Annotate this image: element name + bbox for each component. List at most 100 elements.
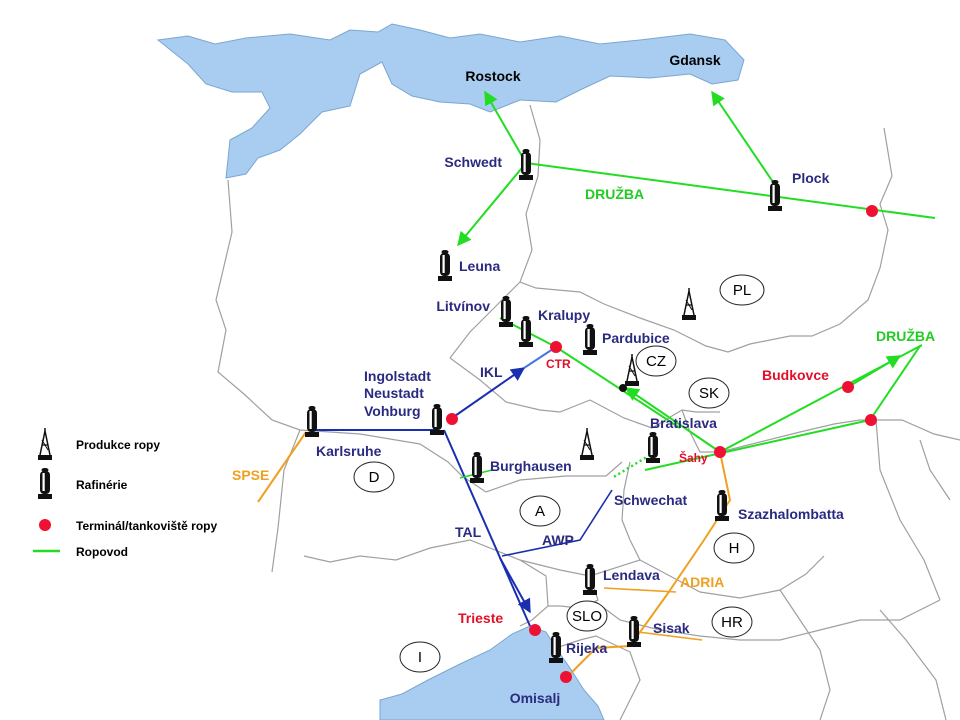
terminal-label-budkovce: Budkovce	[762, 367, 829, 383]
oil-derrick-icon	[38, 428, 52, 460]
pipeline-label-spse: SPSE	[232, 467, 269, 483]
country-oval	[399, 641, 441, 673]
oil-derrick-icon	[580, 428, 594, 460]
terminal-dot-icon	[714, 446, 726, 458]
tal-arrow	[499, 557, 531, 614]
city-label-neustadt: Neustadt	[364, 385, 424, 401]
pipeline-label-awp: AWP	[542, 532, 574, 548]
ikl-ctr-segment	[523, 346, 557, 369]
city-label-leuna: Leuna	[459, 258, 500, 274]
terminal-dot-icon	[842, 381, 854, 393]
refinery-icon	[305, 406, 319, 437]
tal-pipeline-line	[443, 429, 531, 627]
country-oval	[519, 495, 561, 527]
country-oval	[688, 377, 730, 409]
city-label-karlsruhe: Karlsruhe	[316, 443, 382, 459]
city-label-bratislava: Bratislava	[650, 415, 717, 431]
refinery-icon	[627, 616, 641, 647]
refinery-icon	[38, 468, 52, 499]
terminal-dot-icon	[39, 519, 51, 531]
schwedt-rostock-line	[484, 90, 527, 164]
terminal-dot-icon	[865, 414, 877, 426]
country-oval	[713, 532, 755, 564]
city-label-omisalj: Omisalj	[510, 690, 561, 706]
terminal-dot-icon	[550, 341, 562, 353]
city-label-schwechat: Schwechat	[614, 492, 687, 508]
ctr-to-bratislava-line	[555, 346, 681, 429]
refinery-icon	[715, 490, 729, 521]
pipeline-label-druzba-east: DRUŽBA	[876, 327, 935, 344]
city-label-kralupy: Kralupy	[538, 307, 590, 323]
legend-label-production: Produkce ropy	[76, 438, 160, 452]
country-label-i: I	[418, 649, 422, 666]
druzba-lower-branch-line	[644, 419, 871, 471]
budkovce-branch-line	[847, 355, 902, 388]
legend-label-terminal: Terminál/tankoviště ropy	[76, 519, 217, 533]
refinery-icon	[646, 432, 660, 463]
country-label-d: D	[369, 469, 380, 486]
oil-derrick-icon	[682, 288, 696, 320]
pipeline-label-druzba-north: DRUŽBA	[585, 185, 644, 202]
country-markers: PL CZ SK D A H SLO HR I	[353, 274, 765, 673]
adria-pipeline-line	[565, 451, 732, 679]
druzba-east-lower-line	[869, 345, 921, 421]
city-label-sisak: Sisak	[653, 620, 690, 636]
country-oval	[353, 461, 395, 493]
country-label-slo: SLO	[572, 608, 602, 625]
terminal-label-ctr: CTR	[546, 357, 571, 371]
city-label-burghausen: Burghausen	[490, 458, 572, 474]
terminal-label-sahy: Šahy	[679, 450, 708, 465]
spse-pipeline-line	[257, 431, 307, 503]
terminal-dot-icon	[560, 671, 572, 683]
terminals	[446, 205, 878, 683]
city-label-szazhalombatta: Szazhalombatta	[738, 506, 844, 522]
city-label-vohburg: Vohburg	[364, 403, 421, 419]
refinery-icon	[583, 324, 597, 355]
oil-production-sites	[580, 288, 696, 460]
city-labels: Schwedt Plock Leuna Litvínov Kralupy Par…	[316, 154, 844, 706]
refinery-icon	[583, 564, 597, 595]
country-label-pl: PL	[733, 282, 751, 299]
port-label-gdansk: Gdansk	[669, 52, 721, 68]
pipeline-label-tal: TAL	[455, 524, 482, 540]
city-label-litvinov: Litvínov	[436, 298, 490, 314]
schwedt-leuna-line	[457, 162, 527, 247]
country-oval	[566, 600, 608, 632]
port-label-rostock: Rostock	[465, 68, 520, 84]
country-label-cz: CZ	[646, 353, 666, 370]
refinery-icon	[438, 250, 452, 281]
refinery-icon	[519, 316, 533, 347]
terminal-label-trieste: Trieste	[458, 610, 503, 626]
city-label-pardubice: Pardubice	[602, 330, 670, 346]
country-oval	[711, 606, 753, 638]
country-label-sk: SK	[699, 385, 719, 402]
terminal-dot-icon	[529, 624, 541, 636]
city-label-rijeka: Rijeka	[566, 640, 607, 656]
pipeline-label-adria: ADRIA	[680, 574, 724, 590]
country-label-h: H	[729, 540, 740, 557]
awp-pipeline-line	[501, 489, 613, 557]
baltic-sea	[156, 23, 745, 179]
terminal-dot-icon	[866, 205, 878, 217]
refinery-icon	[430, 404, 444, 435]
refinery-icon	[470, 452, 484, 483]
refinery-icon	[768, 180, 782, 211]
country-label-a: A	[535, 503, 545, 520]
pipeline-label-ikl: IKL	[480, 364, 503, 380]
sahy-to-bratislava-line	[624, 387, 721, 453]
city-label-schwedt: Schwedt	[444, 154, 502, 170]
city-label-plock: Plock	[792, 170, 830, 186]
legend-label-refinery: Rafinérie	[76, 478, 128, 492]
bratislava-node-dot	[619, 384, 627, 392]
city-label-lendava: Lendava	[603, 567, 660, 583]
country-oval	[635, 345, 677, 377]
adria-sisak-branch	[637, 631, 703, 641]
terminal-dot-icon	[446, 413, 458, 425]
ikl-pipeline-line	[451, 367, 526, 419]
country-label-hr: HR	[721, 614, 743, 631]
plock-gdansk-line	[711, 90, 776, 186]
city-label-ingolstadt: Ingolstadt	[364, 368, 431, 384]
refinery-icon	[549, 632, 563, 663]
